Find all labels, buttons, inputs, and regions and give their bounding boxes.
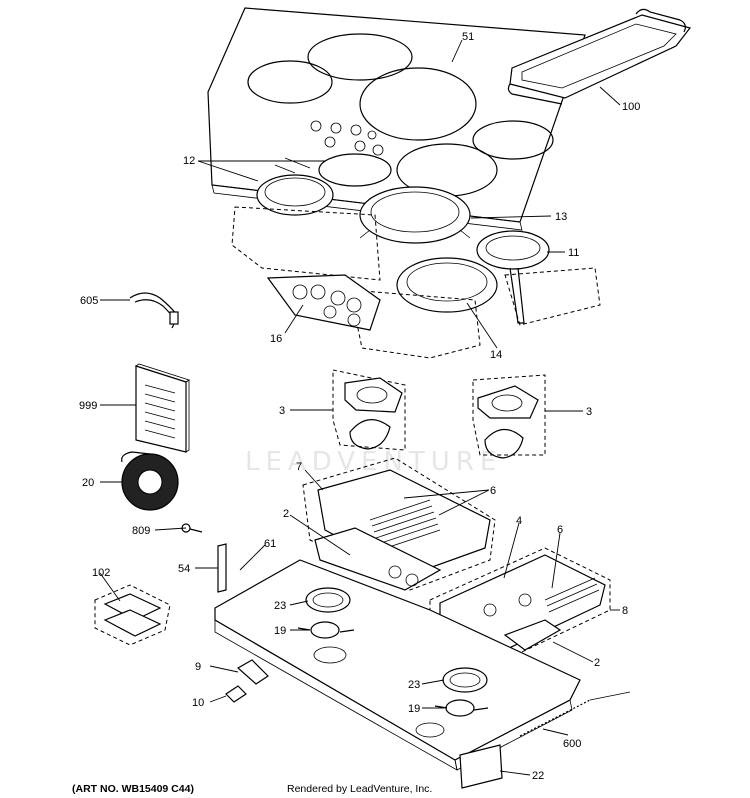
callout-6-top[interactable]: 6 <box>490 485 496 497</box>
watermark: LEADVENTURE <box>245 447 502 477</box>
power-cord-part-600[interactable] <box>519 691 631 737</box>
callout-61[interactable]: 61 <box>264 538 276 550</box>
element-part-13[interactable] <box>359 186 471 244</box>
callout-19-lower[interactable]: 19 <box>408 703 420 715</box>
wire-harness-part-605[interactable] <box>129 292 179 329</box>
label-part-22[interactable] <box>459 744 503 789</box>
kit-part-102[interactable] <box>94 584 171 646</box>
callout-3-right[interactable]: 3 <box>586 406 592 418</box>
callout-51[interactable]: 51 <box>462 31 474 43</box>
callout-9[interactable]: 9 <box>195 661 201 673</box>
callout-102[interactable]: 102 <box>92 567 110 579</box>
element-part-11[interactable] <box>476 230 550 324</box>
heat-sink-icon <box>369 499 441 551</box>
inverter-part-3-left[interactable] <box>332 369 406 451</box>
callout-3-left[interactable]: 3 <box>279 405 285 417</box>
clip-part-9[interactable] <box>236 659 269 685</box>
callout-54[interactable]: 54 <box>178 563 190 575</box>
element-part-12[interactable] <box>256 153 392 216</box>
callout-4[interactable]: 4 <box>516 515 522 527</box>
owners-manual-part-999[interactable] <box>135 363 190 453</box>
callout-605[interactable]: 605 <box>80 295 98 307</box>
callout-11[interactable]: 11 <box>568 247 579 259</box>
callout-600[interactable]: 600 <box>563 738 581 750</box>
ring-part-23-lower[interactable] <box>442 667 488 693</box>
control-board-part-16[interactable] <box>266 274 381 331</box>
control-knobs-icon <box>310 120 384 156</box>
inverter-box-part-7[interactable] <box>302 457 496 591</box>
callout-6-right[interactable]: 6 <box>557 524 563 536</box>
fan-part-19-lower[interactable] <box>434 699 489 717</box>
callout-2-lower[interactable]: 2 <box>594 657 600 669</box>
callout-999[interactable]: 999 <box>79 400 97 412</box>
callout-20[interactable]: 20 <box>82 477 94 489</box>
callout-13[interactable]: 13 <box>555 211 567 223</box>
callout-8[interactable]: 8 <box>622 605 628 617</box>
callout-19-upper[interactable]: 19 <box>274 625 286 637</box>
callout-23-upper[interactable]: 23 <box>274 600 286 612</box>
fastener-part-10[interactable] <box>225 685 247 703</box>
callout-7[interactable]: 7 <box>296 461 302 473</box>
tape-roll-part-20[interactable] <box>121 451 179 511</box>
element-housing-outline <box>231 206 601 359</box>
callout-2-upper[interactable]: 2 <box>283 508 289 520</box>
callout-12[interactable]: 12 <box>183 155 195 167</box>
callout-10[interactable]: 10 <box>192 697 204 709</box>
leader-lines <box>99 39 621 776</box>
callout-22[interactable]: 22 <box>532 770 544 782</box>
art-number: (ART NO. WB15409 C44) <box>72 783 194 795</box>
callout-16[interactable]: 16 <box>270 333 282 345</box>
griddle-part-100[interactable] <box>507 8 692 105</box>
callout-23-lower[interactable]: 23 <box>408 679 420 691</box>
inverter-part-3-right[interactable] <box>472 374 546 459</box>
callout-809[interactable]: 809 <box>132 525 150 537</box>
chassis-part-61[interactable] <box>214 559 581 771</box>
callout-100[interactable]: 100 <box>622 101 640 113</box>
ring-part-23-upper[interactable] <box>305 587 351 613</box>
rendered-by: Rendered by LeadVenture, Inc. <box>287 783 432 795</box>
element-part-14[interactable] <box>396 257 498 313</box>
callout-14[interactable]: 14 <box>490 349 502 361</box>
bracket-part-54[interactable] <box>217 543 227 593</box>
